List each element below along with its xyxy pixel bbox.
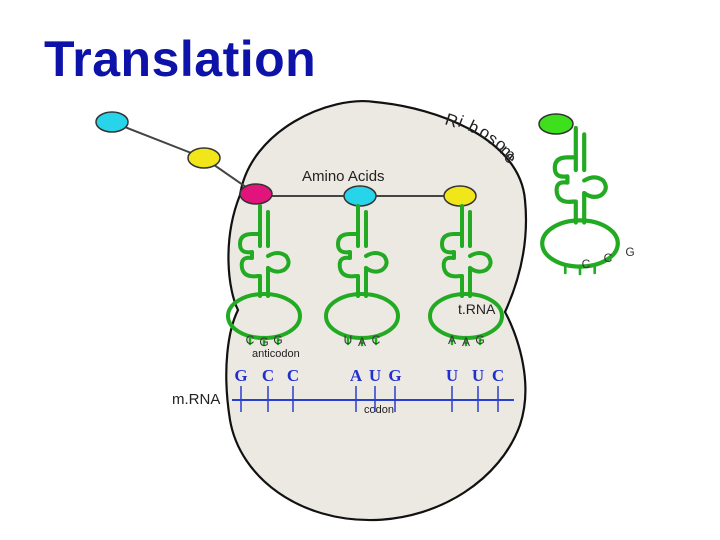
anticodon-label: anticodon <box>252 348 300 360</box>
mrna-base: C <box>287 366 299 385</box>
page-title: Translation <box>44 31 317 87</box>
anticodon-base: C <box>372 333 381 347</box>
mrna-base: U <box>369 366 381 385</box>
mrna-base: C <box>492 366 504 385</box>
ribosome-body <box>225 100 527 522</box>
peptide-bond-1 <box>111 121 205 159</box>
anticodon-base: U <box>344 333 353 347</box>
mrna-base: U <box>472 366 484 385</box>
amino-acid-yellow <box>443 185 477 207</box>
anticodon-base: A <box>462 335 470 349</box>
free-anticodon-base: C <box>582 257 591 271</box>
anticodon-base: C <box>246 333 255 347</box>
mrna-base: G <box>234 366 247 385</box>
anticodon-base: A <box>358 335 366 349</box>
amino-acid-magenta <box>239 183 273 205</box>
amino-acid-yellow-free <box>187 147 221 169</box>
mrna-base: A <box>350 366 363 385</box>
amino-acids-label: Amino Acids <box>302 168 385 185</box>
mrna-label: m.RNA <box>172 391 220 408</box>
mrna-base: U <box>446 366 458 385</box>
amino-acid-cyan-free <box>95 111 129 133</box>
anticodon-base: G <box>475 333 484 347</box>
free-anticodon-base: G <box>625 245 634 259</box>
amino-acid-green <box>538 113 574 135</box>
anticodon-base: A <box>448 333 456 347</box>
amino-acid-cyan <box>343 185 377 207</box>
anticodon-base: G <box>273 333 282 347</box>
mrna-base: G <box>388 366 401 385</box>
codon-label: codon <box>364 404 394 416</box>
free-anticodon-base: C <box>604 251 613 265</box>
trna-label: t.RNA <box>458 301 496 317</box>
mrna-ticks <box>240 386 499 412</box>
anticodon-base: G <box>259 335 268 349</box>
mrna-base: C <box>262 366 274 385</box>
